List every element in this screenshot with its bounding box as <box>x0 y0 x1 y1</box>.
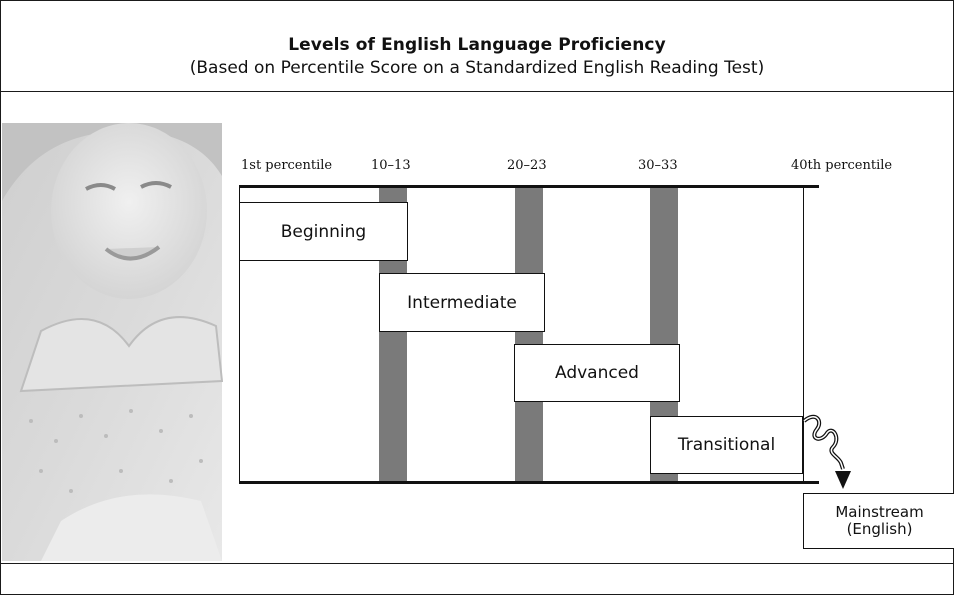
bottom-rule <box>1 563 953 564</box>
diagram-subtitle: (Based on Percentile Score on a Standard… <box>189 58 765 78</box>
tick-20-23: 20–23 <box>507 158 547 173</box>
tick-1st-percentile: 1st percentile <box>241 158 333 173</box>
mainstream-line1: Mainstream <box>835 503 924 521</box>
level-intermediate: Intermediate <box>379 273 545 332</box>
mainstream-english-box: Mainstream (English) <box>803 493 954 549</box>
tick-40th-percentile: 40th percentile <box>791 158 893 173</box>
child-photo-icon <box>2 123 223 561</box>
bottom-rail <box>239 481 819 484</box>
level-transitional: Transitional <box>650 416 803 474</box>
mainstream-line2: (English) <box>846 520 913 538</box>
left-edge <box>239 185 240 483</box>
right-edge <box>803 187 804 481</box>
tick-10-13: 10–13 <box>371 158 411 173</box>
level-beginning: Beginning <box>239 202 408 261</box>
tick-30-33: 30–33 <box>638 158 678 173</box>
level-advanced: Advanced <box>514 344 680 402</box>
header: Levels of English Language Proficiency (… <box>1 1 953 92</box>
diagram-title: Levels of English Language Proficiency <box>288 35 666 55</box>
top-rail <box>239 185 819 188</box>
band-20-23 <box>515 187 543 481</box>
